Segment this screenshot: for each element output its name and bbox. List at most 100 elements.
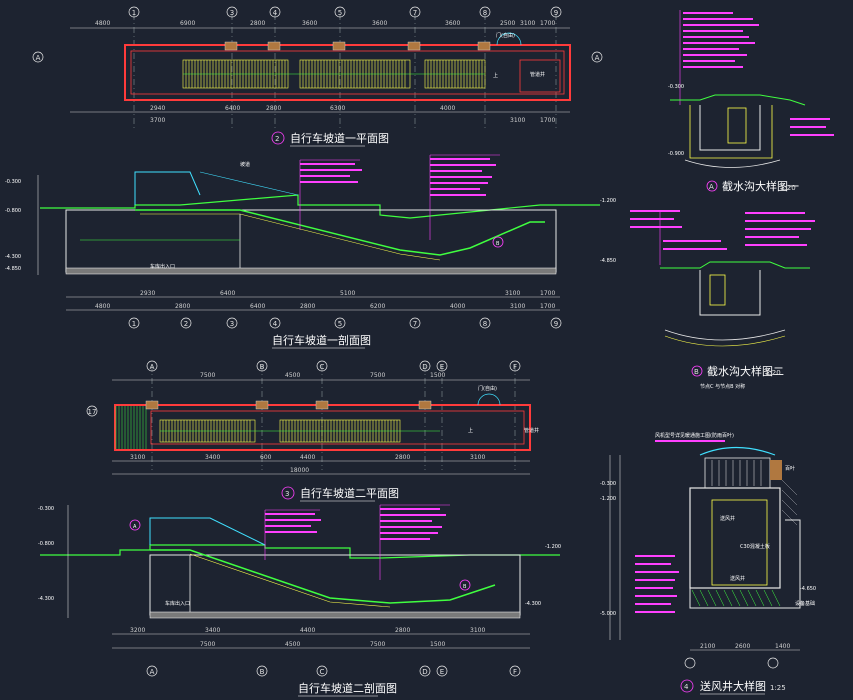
dim-text: 6900 [180,20,195,27]
dim-text: 7500 [200,372,215,379]
dim-text: 3100 [470,454,485,461]
axis-label: 9 [554,320,558,328]
level-mark: -0.800 [5,208,21,214]
detail-ref: B [496,241,500,247]
dim-text: 2800 [175,303,190,310]
level-mark: -4.850 [5,266,21,272]
axis-label: E [440,668,444,676]
axis-label: 5 [338,9,342,17]
up-arrow-label: 上 [468,427,473,434]
drawing-number: 2 [275,135,279,143]
axis-label: 3 [230,9,234,17]
dim-text: 3600 [445,20,460,27]
level-mark: -4.300 [38,596,54,602]
dim-text: 3100 [130,454,145,461]
plan-one: 4800 6900 2800 3600 3600 3600 2500 3100 … [32,6,603,147]
axis-label: 8 [483,320,487,328]
axis-label: 2 [184,320,188,328]
detail-a-scale: 1:20 [780,184,796,192]
axis-label: D [422,363,427,371]
dim-text: 1700 [540,290,555,297]
axis-label: 1 [132,9,136,17]
dim-text: 2930 [140,290,155,297]
detail-b-title: 截水沟大样图二 [707,364,784,378]
axis-label: A [150,668,155,676]
dim-text: 3400 [205,627,220,634]
dim-text: 4400 [300,627,315,634]
detail-b-scale: 1:20 [765,369,781,377]
axis-label: 17 [88,408,97,416]
dim-text: 6400 [225,105,240,112]
vent-label: 送风井 [730,575,745,582]
plan1-bottom-dims: 2940 6400 2800 6300 4000 3100 1700 [150,105,555,124]
axis-label: 3 [230,320,234,328]
dim-text: 6200 [370,303,385,310]
vent-label: 送风井 [720,515,735,522]
vent-title: 送风井大样图 [700,679,766,693]
dim-text: 3600 [302,20,317,27]
axis-label: 7 [413,9,417,17]
level-mark: -1.200 [600,496,616,502]
dim-text: 5100 [340,290,355,297]
dim-text: 1700 [540,303,555,310]
axis-label: B [260,363,265,371]
dim-text: 2800 [250,20,265,27]
level-mark: -1.200 [600,198,616,204]
dim-text: 1500 [430,372,445,379]
level-mark: -5.000 [600,611,616,617]
dim-text: 2800 [395,454,410,461]
dim-text: 3100 [470,627,485,634]
level-mark: -4.300 [5,254,21,260]
dim-text: 2940 [150,105,165,112]
dim-text: 600 [260,454,272,461]
axis-label: F [513,668,517,676]
dim-text: 7500 [370,641,385,648]
detail-a-title: 截水沟大样图一 [722,179,799,193]
dim-text: 2600 [735,643,750,650]
plan1-axis-bubbles [32,6,603,63]
drawing-number: 4 [684,683,689,691]
level-mark: -1.200 [545,544,561,550]
dim-text: 2100 [700,643,715,650]
dim-text: 2800 [395,627,410,634]
detail-b-note: 节点C 与节点B 对称 [700,383,745,390]
axis-label: A [150,363,155,371]
axis-label: 9 [554,9,558,17]
dim-text: 3100 [520,20,535,27]
vent-slab-label: C30混凝土板 [740,543,770,550]
drawing-number: 3 [285,490,289,498]
detail-letter: A [709,183,714,191]
dim-text: 4400 [300,454,315,461]
detail-b: B 截水沟大样图二 1:20 节点C 与节点B 对称 [630,210,815,390]
axis-label: C [320,363,325,371]
dim-text: 1400 [775,643,790,650]
dim-text: 4000 [440,105,455,112]
dim-text: 2800 [300,303,315,310]
section1-title: 自行车坡道一剖面图 [272,333,371,347]
plan2-title: 自行车坡道二平面图 [300,486,399,500]
dim-text: 3700 [150,117,165,124]
dim-text: 7500 [200,641,215,648]
up-arrow-label: 上 [493,72,498,79]
dim-text: 6400 [220,290,235,297]
plan1-top-dims: 4800 6900 2800 3600 3600 3600 2500 3100 … [95,20,555,27]
vent-top-note: 风机型号详见暖通施工图(防雨百叶) [655,432,734,439]
axis-label: D [422,668,427,676]
detail-ref: A [133,524,137,530]
axis-label: A [595,54,600,62]
zone-label: 车库出入口 [165,600,190,607]
vent-scale: 1:25 [770,684,786,692]
door-label: 门(自由) [478,385,497,392]
dim-text: 4000 [450,303,465,310]
vent-shaft-detail: 风机型号详见暖通施工图(防雨百叶) 送风井 送风井 百叶 设备基础 C30混凝土… [600,432,816,695]
level-mark: -0.300 [668,84,684,90]
dim-text: 3100 [505,290,520,297]
door-label: 门(自由) [496,32,515,39]
section2-title: 自行车坡道二剖面图 [298,681,397,695]
axis-label: A [36,54,41,62]
axis-label: 4 [273,9,278,17]
dim-text: 6400 [250,303,265,310]
detail-ref: B [463,584,467,590]
dim-text: 4800 [95,20,110,27]
